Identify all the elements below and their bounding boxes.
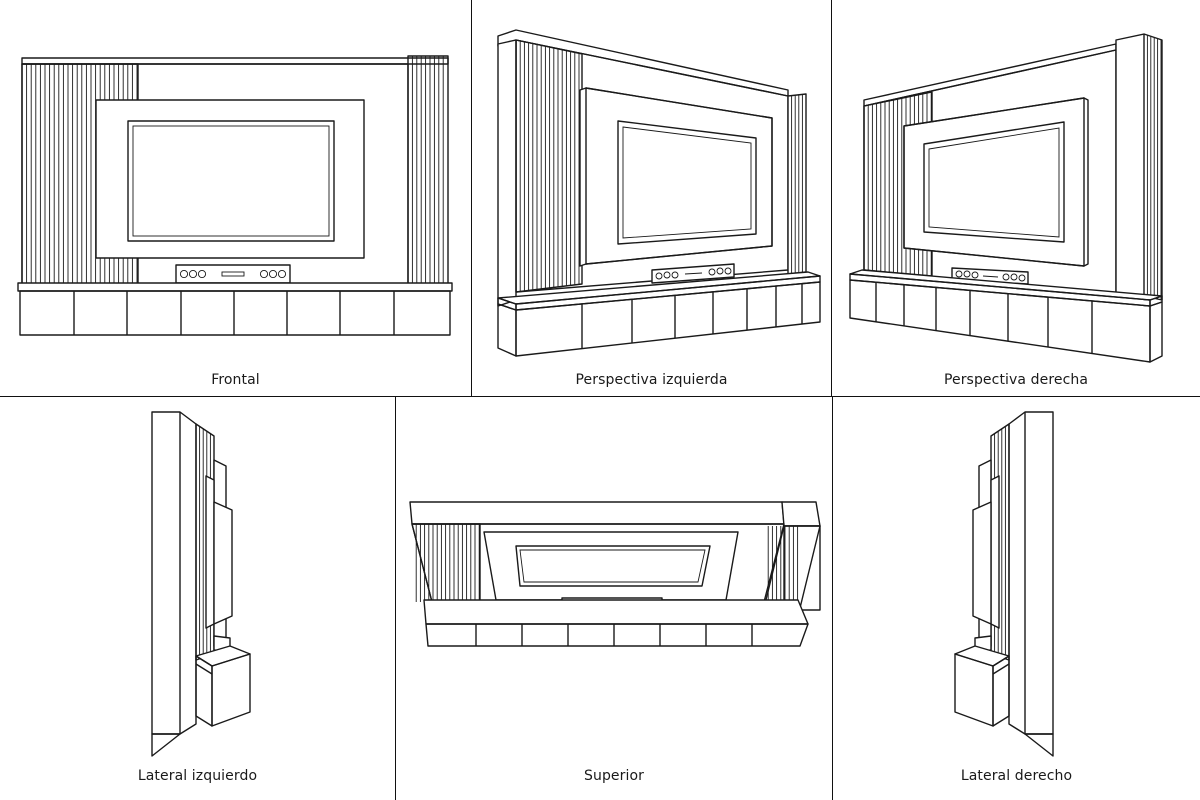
tv-screen bbox=[923, 121, 1065, 243]
view-lateral-derecho: Lateral derecho bbox=[833, 398, 1200, 800]
tv-console bbox=[954, 645, 1010, 727]
lateral-izquierdo-drawing bbox=[151, 411, 251, 757]
slats-right bbox=[787, 93, 807, 275]
lateral-derecho-drawing bbox=[954, 411, 1054, 757]
tv-screen bbox=[972, 475, 1000, 629]
view-frontal: Frontal bbox=[0, 0, 471, 396]
tv-screen bbox=[617, 120, 757, 245]
divider-vertical bbox=[831, 0, 832, 396]
slats-left bbox=[411, 523, 481, 603]
tv-console bbox=[195, 645, 251, 727]
divider-horizontal bbox=[0, 396, 1200, 397]
slats-left bbox=[497, 39, 583, 307]
soundbar bbox=[175, 264, 291, 284]
soundbar bbox=[651, 263, 735, 284]
frontal-drawing bbox=[17, 55, 453, 336]
wall-top bbox=[409, 501, 821, 611]
perspectiva-izquierda-drawing bbox=[497, 29, 821, 357]
caption-perspectiva-derecha: Perspectiva derecha bbox=[943, 372, 1089, 388]
tv-screen bbox=[127, 120, 335, 242]
divider-vertical bbox=[471, 0, 472, 396]
tv-backing-panel bbox=[579, 87, 773, 267]
caption-lateral-derecho: Lateral derecho bbox=[960, 768, 1073, 784]
divider-vertical bbox=[832, 397, 833, 800]
tv-backing-panel bbox=[95, 99, 365, 259]
slats-right bbox=[407, 55, 449, 285]
caption-perspectiva-izquierda: Perspectiva izquierda bbox=[575, 372, 728, 388]
divider-vertical bbox=[395, 397, 396, 800]
slats-right bbox=[1115, 33, 1163, 301]
tv-console bbox=[497, 271, 821, 357]
tv-console bbox=[17, 282, 453, 336]
view-perspectiva-derecha: Perspectiva derecha bbox=[832, 0, 1200, 396]
caption-superior: Superior bbox=[583, 768, 645, 784]
caption-lateral-izquierdo: Lateral izquierdo bbox=[137, 768, 258, 784]
perspectiva-derecha-drawing bbox=[849, 33, 1163, 363]
caption-frontal: Frontal bbox=[211, 372, 260, 388]
view-lateral-izquierdo: Lateral izquierdo bbox=[0, 398, 395, 800]
wall-panel bbox=[1008, 411, 1054, 757]
tv-console bbox=[849, 269, 1163, 363]
tv-console bbox=[423, 599, 809, 647]
view-superior: Superior bbox=[396, 398, 832, 800]
tv-screen bbox=[515, 545, 711, 587]
tv-screen bbox=[205, 475, 233, 629]
wall-panel bbox=[151, 411, 197, 757]
view-perspectiva-izquierda: Perspectiva izquierda bbox=[472, 0, 831, 396]
superior-drawing bbox=[409, 501, 821, 647]
